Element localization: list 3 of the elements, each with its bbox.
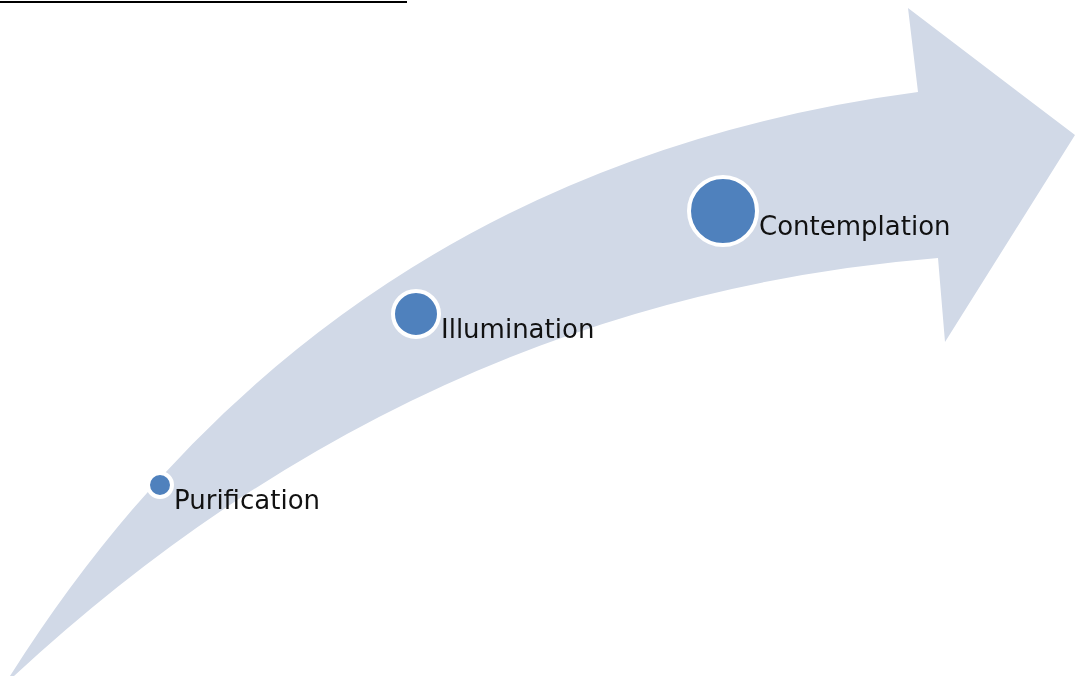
step-label: Illumination (441, 314, 595, 344)
step-label: Purification (174, 485, 321, 515)
step-label: Contemplation (759, 211, 951, 241)
